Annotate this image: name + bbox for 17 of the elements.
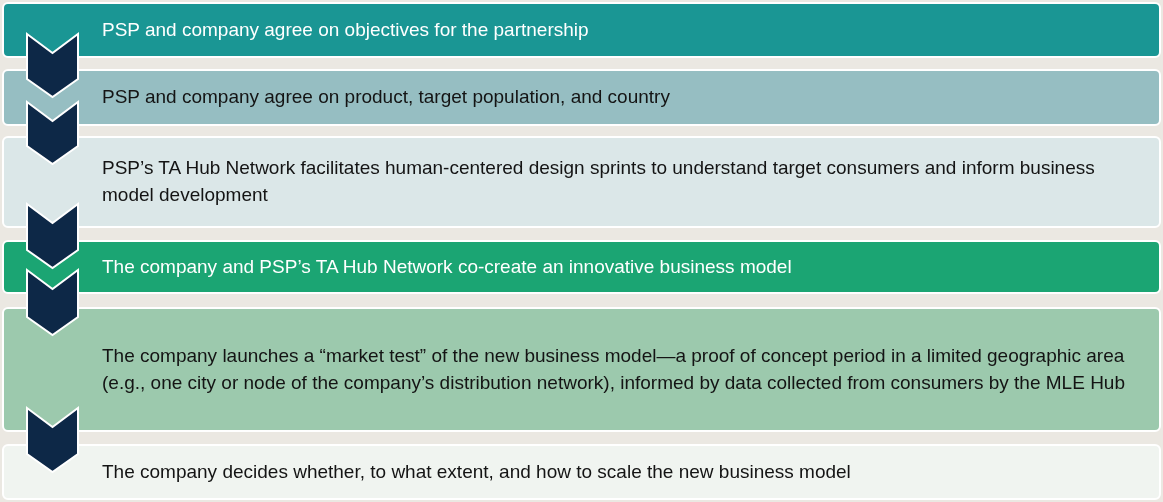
chevron-arrow bbox=[26, 32, 79, 99]
chevron-arrow bbox=[26, 406, 79, 474]
step-text: The company and PSP’s TA Hub Network co-create an innovative business model bbox=[102, 254, 792, 279]
step-text: PSP’s TA Hub Network facilitates human-centered design sprints to understand target consumers and inform business model development bbox=[102, 156, 1096, 207]
chevron-arrow bbox=[26, 100, 79, 166]
step-text: PSP and company agree on objectives for the partnership bbox=[102, 17, 589, 42]
step-text: The company launches a “market test” of the new business model—a proof of concept period in a limited geographic area (e.g., one city or node of the company’s distribution network), informed by data collected from consumers by the MLE Hub bbox=[102, 343, 1126, 395]
step-band bbox=[2, 69, 1161, 126]
step-text: PSP and company agree on product, target population, and country bbox=[102, 85, 670, 109]
chevron-arrow bbox=[26, 202, 79, 270]
step-band bbox=[2, 136, 1161, 228]
step-band bbox=[2, 240, 1161, 294]
step-text: The company decides whether, to what extent, and how to scale the new business model bbox=[102, 459, 851, 484]
step-band bbox=[2, 2, 1161, 58]
chevron-arrow bbox=[26, 268, 79, 337]
step-band bbox=[2, 444, 1161, 500]
step-band bbox=[2, 307, 1161, 432]
